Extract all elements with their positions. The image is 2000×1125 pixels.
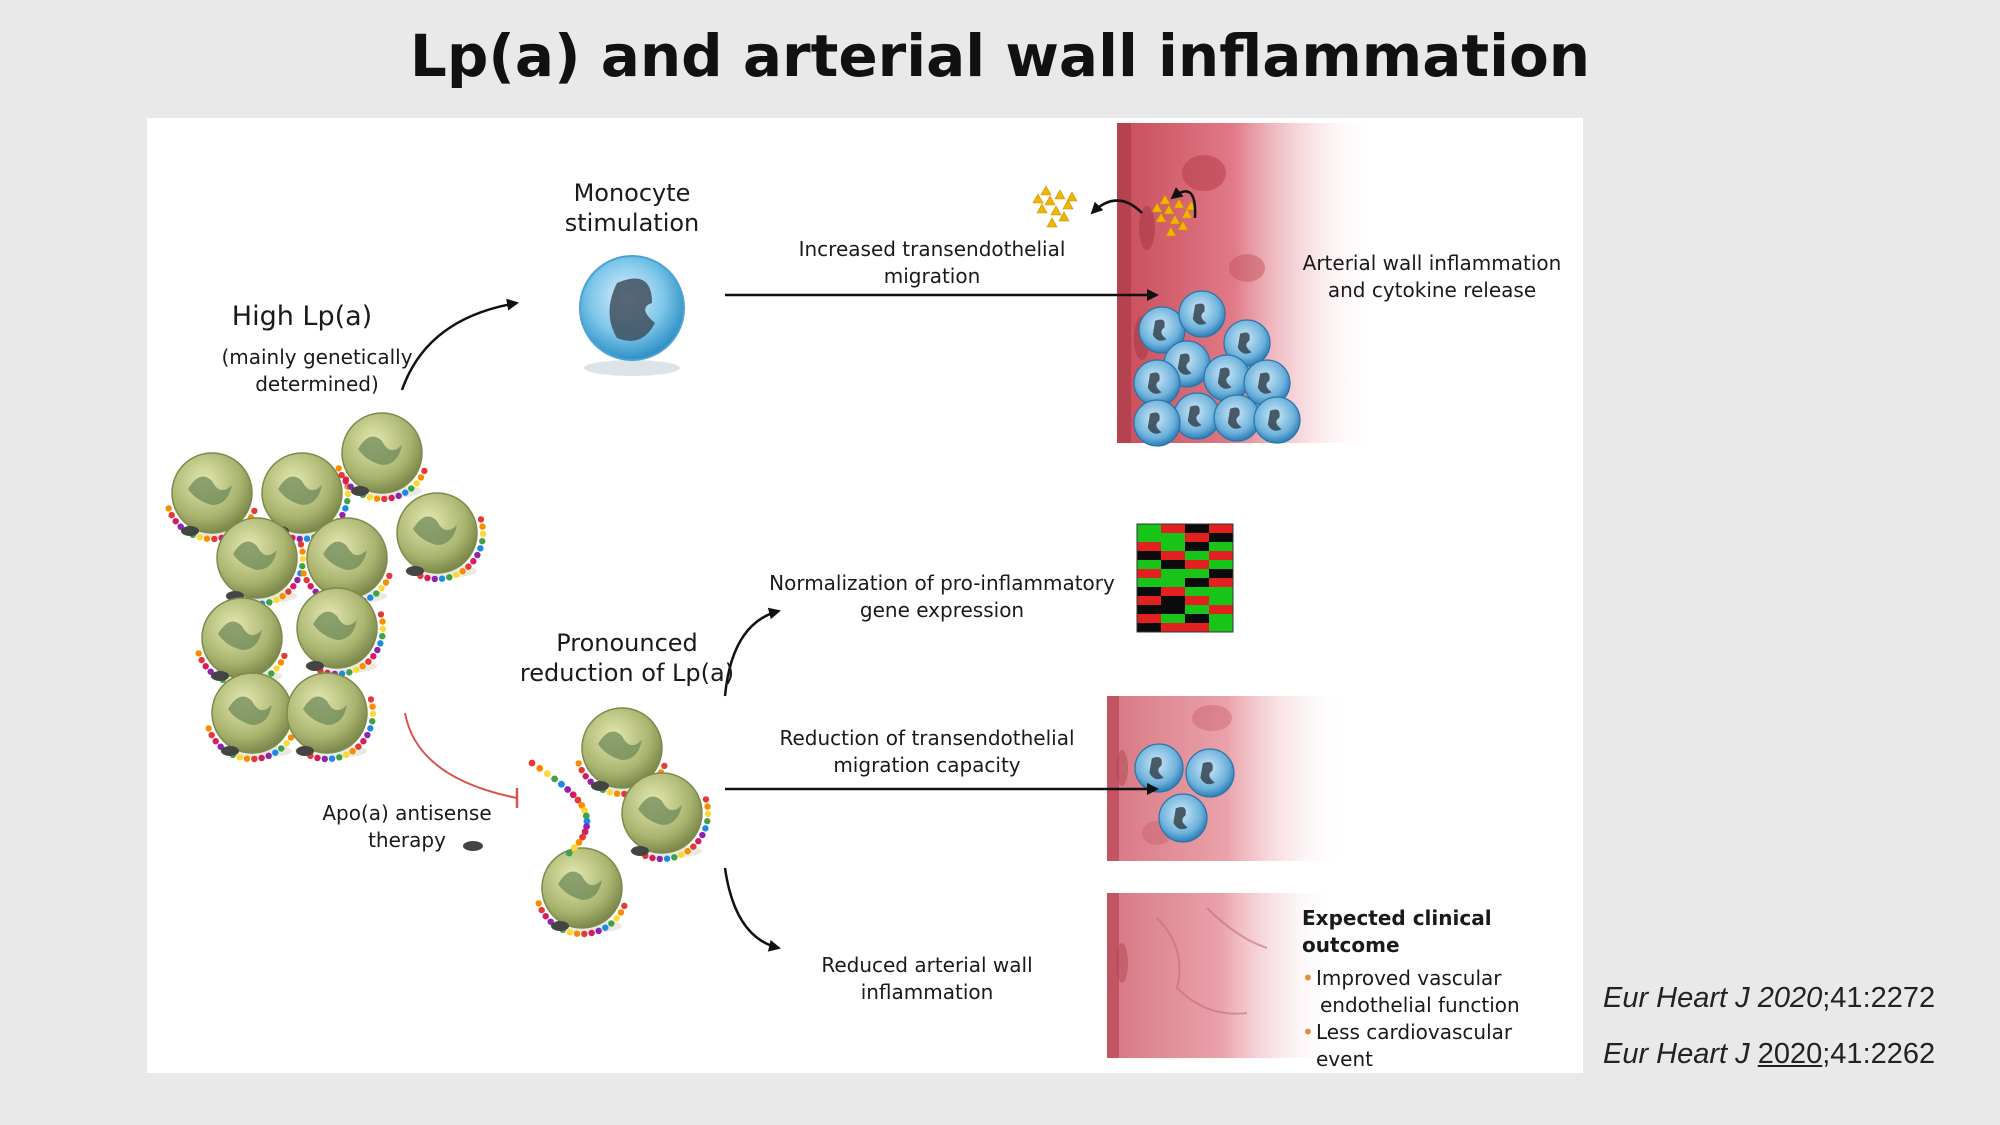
antisense-line1: Apo(a) antisense (322, 801, 492, 825)
references: Eur Heart J 2020;41:2272 Eur Heart J 202… (1603, 970, 1993, 1082)
high-lpa-subtitle: (mainly genetically determined) (187, 344, 447, 398)
cytokine-release-arrow-2 (1090, 199, 1143, 215)
monocyte-small (1213, 394, 1261, 442)
reference-2-year: 2020 (1757, 1038, 1823, 1070)
antisense-label: Apo(a) antisense therapy (297, 800, 517, 854)
monocyte-small (1134, 743, 1184, 793)
apoa-chain (463, 759, 591, 857)
reference-1-year: 2020 (1757, 982, 1823, 1014)
monocyte-cell (579, 255, 685, 376)
gene-expression-heatmap (1136, 523, 1234, 633)
arrow-to-reduced-inflammation (723, 867, 781, 952)
outcome-item-1-line1: Improved vascular (1316, 966, 1502, 990)
antisense-line2: therapy (368, 828, 446, 852)
lpa-particles-high (165, 412, 487, 763)
lpa-particle (621, 772, 712, 863)
vessel-wall-healthy (1107, 893, 1337, 1058)
arterial-inflammation-label: Arterial wall inflammation and cytokine … (1287, 250, 1577, 304)
monocyte-small (1173, 392, 1221, 440)
pronounced-reduction-line2: reduction of Lp(a) (519, 659, 735, 687)
outcome-item-2-text: Less cardiovascular event (1316, 1020, 1513, 1071)
reduced-inflammation-line1: Reduced arterial wall (821, 953, 1033, 977)
monocyte-small (1243, 359, 1291, 407)
lpa-particle (296, 587, 387, 678)
reduced-inflammation-label: Reduced arterial wall inflammation (807, 952, 1047, 1006)
reference-2-journal: Eur Heart J (1603, 1038, 1750, 1070)
outcome-item-1-line2: endothelial function (1320, 993, 1520, 1017)
reference-2: Eur Heart J 2020;41:2262 (1603, 1026, 1993, 1082)
reference-1: Eur Heart J 2020;41:2272 (1603, 970, 1993, 1026)
high-lpa-subtitle-line2: determined) (255, 372, 379, 396)
outcome-item-2: • Less cardiovascular event (1302, 1019, 1572, 1073)
lpa-particle (535, 847, 628, 938)
monocyte-small (1133, 399, 1181, 447)
arterial-inflammation-line1: Arterial wall inflammation (1302, 251, 1562, 275)
pronounced-reduction-label: Pronounced reduction of Lp(a) (507, 628, 747, 688)
bullet-icon: • (1302, 1020, 1314, 1044)
monocyte-small (1133, 359, 1181, 407)
lpa-particles-reduced (535, 707, 712, 938)
increased-migration-label: Increased transendothelial migration (782, 236, 1082, 290)
arrow-to-monocyte (400, 298, 519, 391)
monocyte-small (1178, 290, 1226, 338)
monocyte-cluster (1133, 290, 1301, 447)
reference-1-journal: Eur Heart J (1603, 982, 1750, 1014)
monocyte-small (1253, 396, 1301, 444)
pronounced-reduction-line1: Pronounced (556, 629, 698, 657)
reduced-inflammation-line2: inflammation (860, 980, 994, 1004)
high-lpa-subtitle-line1: (mainly genetically (221, 345, 413, 369)
monocyte-small (1158, 793, 1208, 843)
arterial-inflammation-line2: and cytokine release (1327, 278, 1537, 302)
reduction-migration-line2: migration capacity (833, 753, 1021, 777)
arrow-to-normalization (723, 607, 781, 697)
increased-migration-line2: migration (883, 264, 981, 288)
cytokine-particles (1032, 185, 1197, 237)
lpa-particle (205, 672, 298, 763)
monocyte-label-line1: Monocyte (573, 179, 691, 207)
monocyte-small (1185, 748, 1235, 798)
monocyte-few (1134, 743, 1235, 843)
outcome-title: Expected clinical outcome (1302, 906, 1492, 957)
reference-2-rest: ;41:2262 (1822, 1038, 1936, 1070)
lpa-particle (396, 492, 487, 583)
bullet-icon: • (1302, 966, 1314, 990)
normalization-line2: gene expression (859, 598, 1025, 622)
high-lpa-title: High Lp(a) (231, 301, 373, 332)
reference-1-rest: ;41:2272 (1822, 982, 1936, 1014)
normalization-line1: Normalization of pro-inflammatory (769, 571, 1115, 595)
slide-title: Lp(a) and arterial wall inflammation (409, 22, 1591, 90)
outcome-item-1: • Improved vascular endothelial function (1302, 965, 1572, 1019)
reduction-migration-label: Reduction of transendothelial migration … (777, 725, 1077, 779)
inhibit-line (404, 712, 518, 799)
clinical-outcome: Expected clinical outcome • Improved vas… (1302, 905, 1572, 1073)
reduction-migration-line1: Reduction of transendothelial (779, 726, 1075, 750)
diagram-artwork (165, 123, 1377, 1058)
increased-migration-line1: Increased transendothelial (798, 237, 1066, 261)
monocyte-label: Monocyte stimulation (527, 178, 737, 238)
cytokine-release-arrow (1170, 187, 1197, 219)
monocyte-small (1203, 354, 1251, 402)
monocyte-label-line2: stimulation (564, 209, 700, 237)
figure-panel: High Lp(a) (mainly genetically determine… (147, 118, 1583, 1073)
vessel-wall-reduced (1107, 696, 1347, 861)
lpa-particle (286, 672, 377, 763)
lpa-particle (335, 412, 428, 503)
normalization-label: Normalization of pro-inflammatory gene e… (762, 570, 1122, 624)
